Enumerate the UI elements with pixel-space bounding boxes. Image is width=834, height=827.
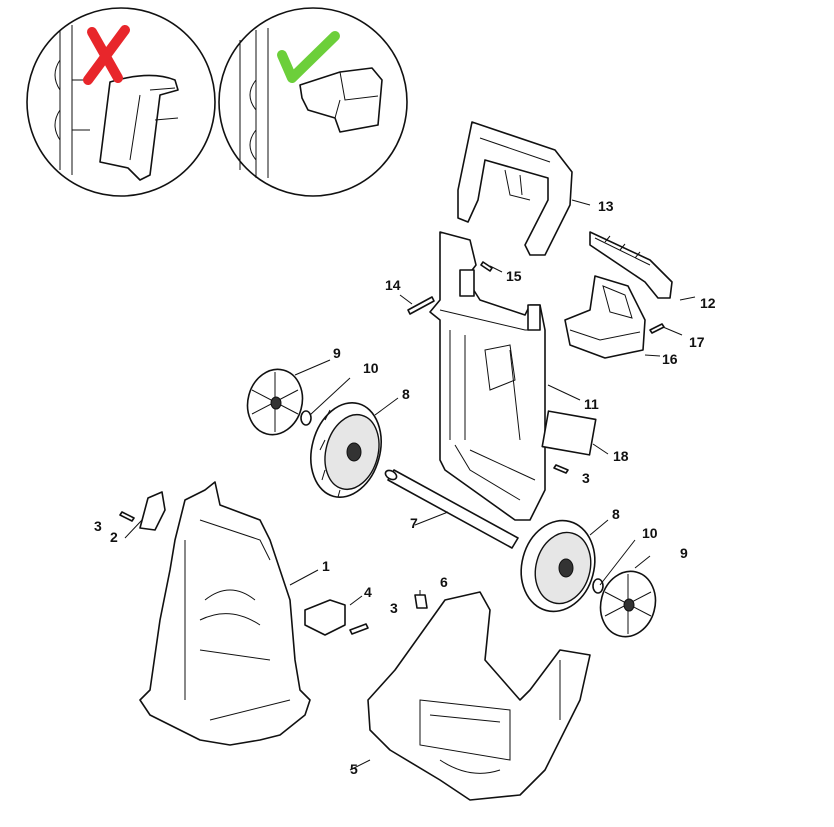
callout-9: 9 — [680, 545, 688, 561]
part-9-hubcap-lower — [599, 570, 657, 638]
callout-8: 8 — [612, 506, 620, 522]
part-13-handle — [457, 121, 573, 256]
callout-7: 7 — [410, 515, 418, 531]
callout-3: 3 — [94, 518, 102, 534]
part-4-bracket — [304, 599, 346, 636]
part-2-clip — [139, 491, 166, 531]
callout-16: 16 — [662, 351, 678, 367]
callout-9: 9 — [333, 345, 341, 361]
leader-lines — [124, 199, 696, 771]
detail-view-incorrect — [26, 7, 216, 197]
part-10-washer-lower — [592, 578, 604, 594]
callout-13: 13 — [598, 198, 614, 214]
detail-view-correct — [218, 7, 408, 197]
callout-3: 3 — [390, 600, 398, 616]
callout-8: 8 — [402, 386, 410, 402]
part-11-upper-frame — [429, 231, 546, 521]
callout-17: 17 — [689, 334, 705, 350]
checkmark-icon — [277, 31, 340, 83]
part-3-screw-c — [553, 464, 569, 474]
part-3-screw-b — [349, 623, 369, 635]
part-17-screw — [649, 323, 665, 334]
callout-3: 3 — [582, 470, 590, 486]
part-6-clip-small — [414, 594, 428, 609]
callout-14: 14 — [385, 277, 401, 293]
part-18-label — [541, 410, 597, 456]
callout-11: 11 — [584, 396, 599, 412]
part-1-housing — [139, 481, 311, 746]
part-9-hubcap-upper — [246, 368, 304, 436]
part-14-bolt — [407, 296, 435, 315]
part-10-washer-upper — [300, 410, 312, 426]
callout-10: 10 — [642, 525, 658, 541]
part-8-wheel-lower — [520, 519, 596, 613]
part-8-wheel-upper — [310, 402, 382, 498]
callout-2: 2 — [110, 529, 118, 545]
cross-icon — [83, 25, 130, 85]
callout-6: 6 — [440, 574, 448, 590]
callout-12: 12 — [700, 295, 716, 311]
part-16-clip — [564, 275, 646, 359]
callout-10: 10 — [363, 360, 379, 376]
part-3-screw-a — [119, 511, 135, 522]
callout-labels: 1 2 3 3 3 4 5 6 7 8 8 9 9 10 10 11 12 13… — [94, 198, 716, 777]
part-7-axle — [384, 469, 519, 549]
part-15-screw — [480, 261, 493, 272]
part-5-base — [367, 591, 591, 801]
callout-4: 4 — [364, 584, 372, 600]
callout-1: 1 — [322, 558, 330, 574]
callout-5: 5 — [350, 761, 358, 777]
callout-18: 18 — [613, 448, 629, 464]
part-12-holder — [589, 231, 673, 299]
callout-15: 15 — [506, 268, 522, 284]
